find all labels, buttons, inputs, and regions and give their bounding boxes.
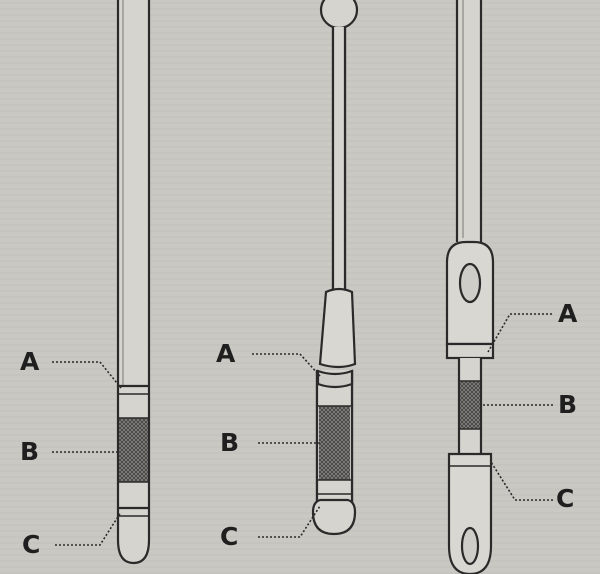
label-middle-b: B — [220, 428, 240, 457]
label-middle-c: C — [220, 522, 239, 551]
label-middle-a: A — [216, 339, 236, 368]
dipstick-right — [445, 0, 553, 574]
label-left-b: B — [20, 437, 40, 466]
label-left-c: C — [22, 530, 41, 559]
dipstick-right-upper-slot — [458, 262, 482, 304]
dipstick-left-leader-a — [52, 361, 122, 389]
dipstick-right-lower-slot — [460, 526, 480, 566]
dipstick-middle-leader-a — [252, 353, 321, 377]
label-right-a: A — [558, 299, 578, 328]
dipstick-middle-hatch-zone — [319, 406, 350, 480]
dipstick-right-upper-rod — [455, 0, 483, 242]
dipstick-right-leader-a — [487, 313, 552, 353]
dipstick-right-hatch-zone — [460, 381, 480, 429]
label-right-b: B — [558, 390, 578, 419]
dipstick-middle-tip — [311, 498, 357, 536]
label-right-c: C — [556, 484, 575, 513]
dipstick-left-hatch-zone — [119, 418, 148, 482]
dipstick-middle-mark-a — [316, 369, 354, 389]
dipstick-middle-ring — [319, 0, 359, 30]
dipstick-middle — [252, 0, 359, 538]
dipstick-right-leader-c — [490, 461, 553, 501]
dipstick-left-leader-c — [55, 511, 122, 546]
dipstick-left — [52, 0, 151, 565]
dipstick-middle-cone — [318, 287, 357, 369]
label-left-a: A — [20, 347, 40, 376]
dipstick-middle-leader-c — [258, 505, 321, 538]
dipstick-right-mark-a — [445, 342, 495, 360]
